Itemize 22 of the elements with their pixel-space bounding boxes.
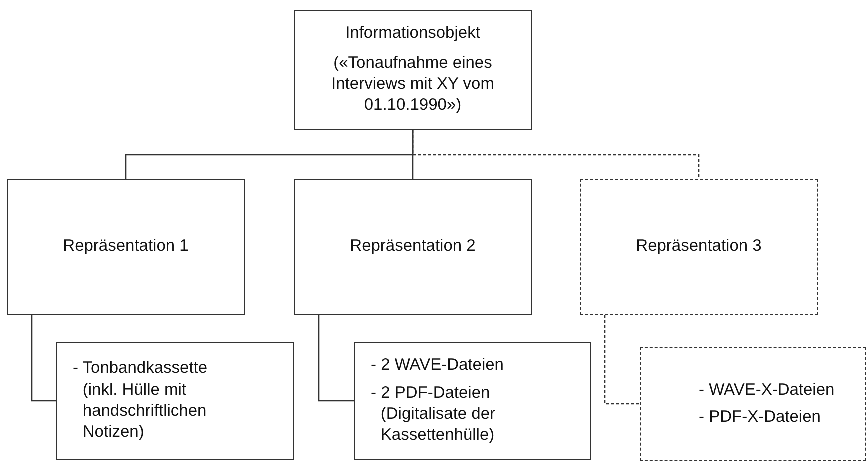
box-text: - 2 PDF-Dateien (Digitalisate der Kassettenhülle)	[371, 382, 497, 446]
content-box	[640, 347, 866, 461]
object-box	[294, 10, 532, 130]
connector-line	[31, 315, 56, 402]
content-box	[354, 342, 591, 460]
box-text: - 2 WAVE-Dateien	[371, 355, 505, 376]
representation-box	[294, 179, 532, 315]
content-box	[56, 342, 294, 460]
connector-line	[318, 315, 354, 402]
box-text: Repräsentation 3	[636, 236, 762, 258]
connector-line	[604, 315, 640, 405]
connector-line	[412, 130, 700, 179]
box-text: («Tonaufnahme eines Interviews mit XY vom 01.10.1990»)	[330, 52, 496, 116]
representation-box	[580, 179, 818, 315]
box-text: - WAVE-X-Dateien	[699, 380, 836, 401]
box-heading: Informationsobjekt	[346, 23, 480, 44]
box-text: Repräsentation 1	[63, 236, 189, 258]
box-text: - Tonbandkassette (inkl. Hülle mit handschriftlichen Notizen)	[73, 358, 209, 444]
box-text: Repräsentation 2	[350, 236, 476, 258]
box-text: - PDF-X-Dateien	[699, 407, 822, 428]
connector-line	[412, 130, 414, 179]
representation-box	[7, 179, 245, 315]
